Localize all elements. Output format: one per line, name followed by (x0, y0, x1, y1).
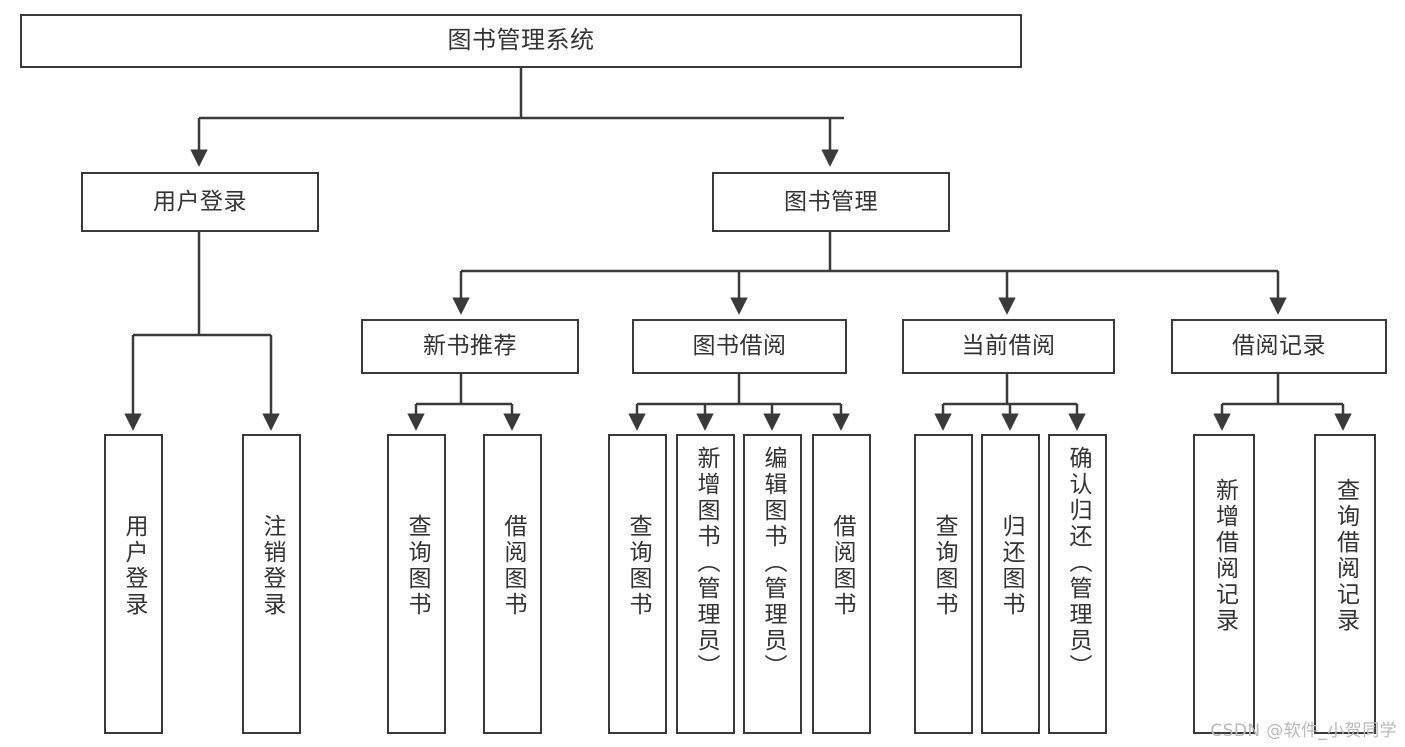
node-label: 注销登录 (259, 514, 285, 618)
node-borrow-records[interactable]: 借阅记录 (1171, 319, 1387, 374)
node-label: 图书管理系统 (447, 26, 595, 55)
node-label: 图书管理 (784, 188, 878, 215)
node-label: 确认归还（管理员） (1065, 446, 1091, 680)
leaf-query-books-newbook[interactable]: 查询图书 (387, 434, 446, 734)
node-user-login[interactable]: 用户登录 (81, 172, 319, 232)
node-label: 新增借阅记录 (1211, 478, 1238, 634)
node-label: 查询图书 (625, 514, 651, 618)
node-book-management[interactable]: 图书管理 (712, 172, 950, 232)
node-label: 当前借阅 (961, 333, 1056, 360)
node-label: 用户登录 (153, 188, 247, 215)
node-label: 借阅记录 (1232, 333, 1326, 360)
watermark-text: CSDN @软件_小贺同学 (1210, 721, 1397, 741)
leaf-edit-book-admin[interactable]: 编辑图书（管理员） (743, 434, 802, 734)
node-new-book-recommend[interactable]: 新书推荐 (361, 319, 579, 374)
node-label: 借阅图书 (829, 514, 855, 618)
leaf-user-login[interactable]: 用户登录 (104, 434, 163, 734)
node-label: 新增图书（管理员） (693, 446, 719, 680)
leaf-query-borrow-record[interactable]: 查询借阅记录 (1314, 434, 1376, 734)
leaf-query-books-borrow[interactable]: 查询图书 (608, 434, 667, 734)
leaf-borrow-books-newbook[interactable]: 借阅图书 (483, 434, 542, 734)
node-root-system[interactable]: 图书管理系统 (20, 14, 1022, 68)
node-label: 编辑图书（管理员） (760, 446, 786, 680)
node-current-borrow[interactable]: 当前借阅 (902, 319, 1115, 374)
leaf-logout[interactable]: 注销登录 (242, 434, 301, 734)
node-label: 查询图书 (931, 514, 957, 618)
node-label: 查询图书 (404, 514, 430, 618)
node-label: 借阅图书 (500, 514, 526, 618)
node-label: 图书借阅 (692, 333, 787, 360)
leaf-add-book-admin[interactable]: 新增图书（管理员） (676, 434, 735, 734)
node-label: 归还图书 (998, 514, 1024, 618)
node-label: 新书推荐 (423, 333, 517, 360)
leaf-add-borrow-record[interactable]: 新增借阅记录 (1193, 434, 1255, 734)
leaf-confirm-return-admin[interactable]: 确认归还（管理员） (1048, 434, 1107, 734)
node-book-borrow[interactable]: 图书借阅 (632, 319, 847, 374)
node-label: 用户登录 (121, 514, 147, 618)
leaf-return-books[interactable]: 归还图书 (981, 434, 1040, 734)
leaf-query-books-current[interactable]: 查询图书 (914, 434, 973, 734)
leaf-borrow-books-borrow[interactable]: 借阅图书 (812, 434, 871, 734)
node-label: 查询借阅记录 (1332, 478, 1359, 634)
